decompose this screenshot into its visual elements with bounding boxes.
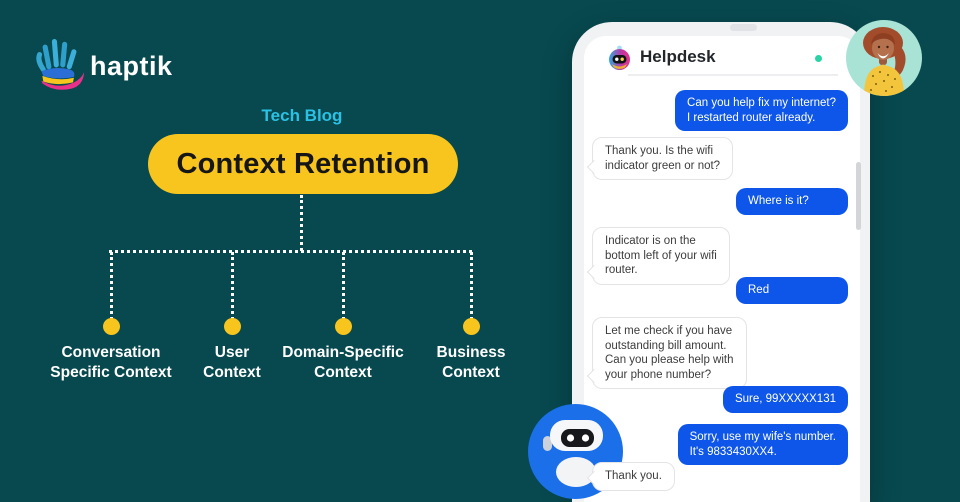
chat-scrollbar-thumb[interactable]	[856, 162, 861, 230]
chat-message-user: Can you help fix my internet? I restarte…	[675, 90, 848, 131]
phone-mockup: Helpdesk Can you help fix my internet? I…	[572, 22, 870, 502]
tree-branch-line	[470, 252, 473, 320]
chat-message-user: Red	[736, 277, 848, 304]
header-divider	[628, 74, 838, 76]
tree-node-dot	[463, 318, 480, 335]
online-status-dot	[815, 55, 822, 62]
chat-title: Helpdesk	[640, 47, 716, 66]
phone-speaker-notch	[730, 24, 757, 31]
tree-branch-line	[231, 252, 234, 320]
tree-stem-line	[300, 195, 303, 251]
chat-message-bot: Thank you.	[592, 462, 675, 491]
chat-message-bot: Indicator is on the bottom left of your …	[592, 227, 730, 285]
haptik-hand-icon	[36, 39, 85, 90]
tree-branch-line	[342, 252, 345, 320]
node-label-conversation-specific-context: Conversation Specific Context	[50, 344, 172, 381]
tree-node-dot	[103, 318, 120, 335]
chat-message-bot: Thank you. Is the wifi indicator green o…	[592, 137, 734, 180]
node-label-business-context: Business Context	[436, 344, 506, 381]
haptik-logo: haptik	[34, 34, 173, 90]
chat-message-user: Where is it?	[736, 188, 848, 215]
chat-message-user: Sorry, use my wife's number. It's 983343…	[677, 424, 848, 465]
eyebrow-tech-blog: Tech Blog	[261, 106, 343, 125]
customer-avatar	[846, 20, 922, 96]
tree-node-dot	[224, 318, 241, 335]
helpdesk-bot-icon	[609, 45, 630, 70]
tree-branch-line	[110, 252, 113, 320]
tree-horizontal-line	[109, 250, 472, 253]
chat-message-user: Sure, 99XXXXX131	[722, 386, 848, 413]
tree-node-dot	[335, 318, 352, 335]
node-label-user-context: User Context	[203, 344, 261, 381]
haptik-wordmark: haptik	[90, 50, 173, 81]
chat-screen: Helpdesk Can you help fix my internet? I…	[584, 36, 861, 502]
chat-message-bot: Let me check if you have outstanding bil…	[592, 317, 747, 389]
title-pill: Context Retention	[148, 134, 458, 194]
node-label-domain-specific-context: Domain-Specific Context	[282, 344, 404, 381]
